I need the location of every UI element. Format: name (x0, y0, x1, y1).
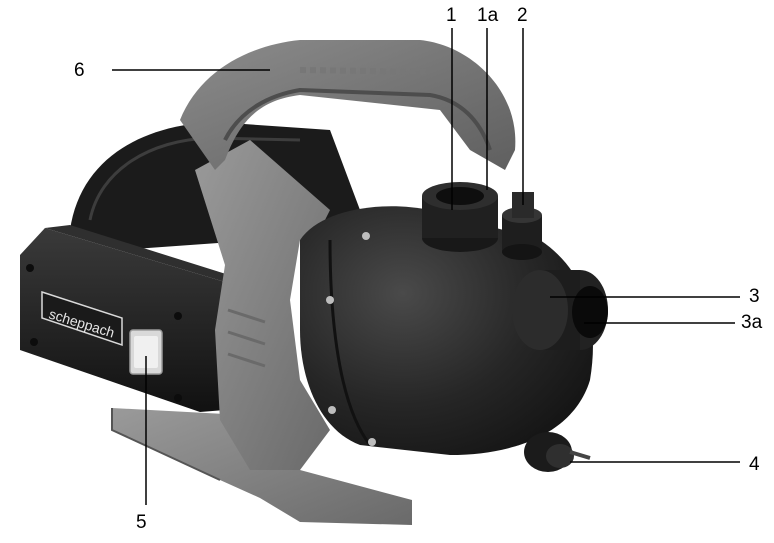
leader-lines (112, 28, 740, 505)
drain-screw (524, 432, 591, 472)
callout-label-3a: 3a (741, 312, 763, 333)
callout-label-1: 1 (446, 5, 457, 26)
callout-label-1a: 1a (477, 5, 499, 26)
carrying-handle (180, 40, 516, 170)
pump-housing (300, 206, 593, 455)
filling-neck (422, 182, 498, 252)
callout-label-6: 6 (74, 60, 85, 81)
callout-label-4: 4 (749, 454, 760, 475)
frame-support (195, 140, 330, 470)
vent-plug (502, 192, 542, 260)
pressure-outlet (512, 270, 608, 350)
callout-label-3: 3 (749, 286, 760, 307)
callout-label-5: 5 (136, 512, 147, 533)
callout-label-2: 2 (517, 5, 528, 26)
